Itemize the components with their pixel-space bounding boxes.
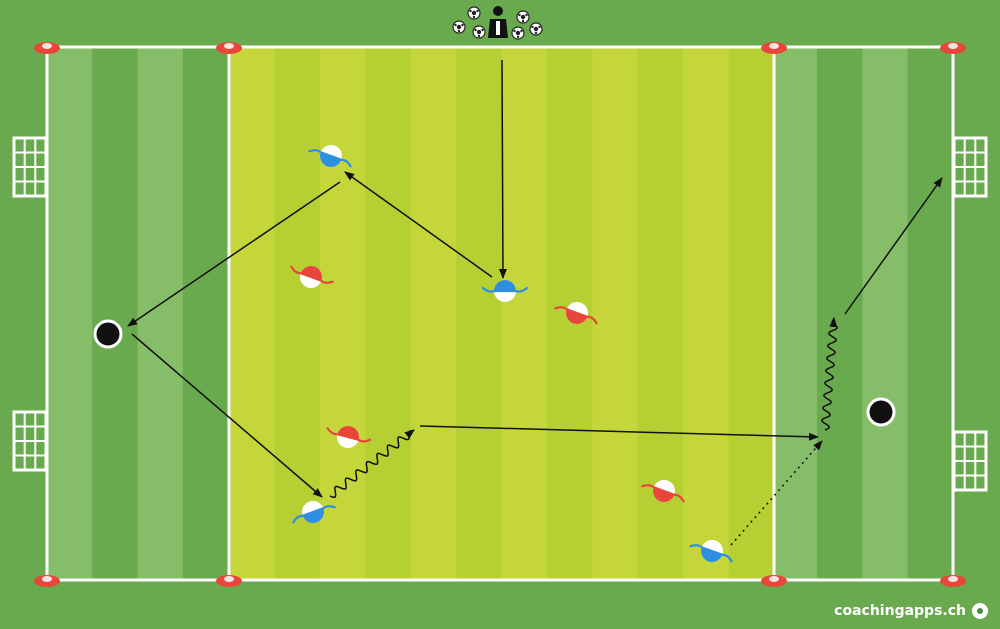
blue-player-icon: [689, 540, 733, 563]
red-player-icon: [290, 265, 334, 288]
brand-logo: coachingapps.ch: [834, 603, 988, 619]
pass-arrow: [127, 181, 341, 327]
cone-icon: [34, 42, 60, 54]
blue-player-icon: [308, 145, 352, 168]
coach-icon: [488, 6, 508, 38]
blue-player-icon: [481, 280, 529, 302]
pass-arrow: [344, 171, 493, 278]
cones: [34, 42, 966, 587]
pass-arrow: [498, 59, 507, 279]
field-lines: [45, 45, 955, 582]
cone-icon: [216, 575, 242, 587]
pass-arrow: [419, 425, 819, 441]
brand-text: coachingapps.ch: [834, 603, 966, 619]
cone-icon: [761, 42, 787, 54]
cone-icon: [216, 42, 242, 54]
dribble-arrows: [329, 317, 839, 499]
cone-icon: [940, 575, 966, 587]
black-target-dot-icon: [93, 319, 123, 349]
run-arrows: [730, 440, 823, 546]
players: [290, 145, 733, 563]
pass-arrow: [131, 333, 323, 498]
run-arrow: [730, 440, 823, 546]
soccer-ball-icon: [972, 603, 988, 619]
red-player-icon: [554, 302, 598, 325]
red-player-icon: [326, 426, 372, 448]
outer-boundary-line: [45, 45, 955, 582]
pass-arrow: [844, 177, 943, 315]
cone-icon: [940, 42, 966, 54]
red-player-icon: [641, 480, 685, 503]
pass-arrows: [127, 59, 943, 498]
cone-icon: [34, 575, 60, 587]
cone-icon: [761, 575, 787, 587]
blue-player-icon: [292, 501, 336, 524]
dribble-arrow: [820, 317, 839, 431]
black-target-dot-icon: [866, 397, 896, 427]
dribble-arrow: [329, 429, 415, 499]
